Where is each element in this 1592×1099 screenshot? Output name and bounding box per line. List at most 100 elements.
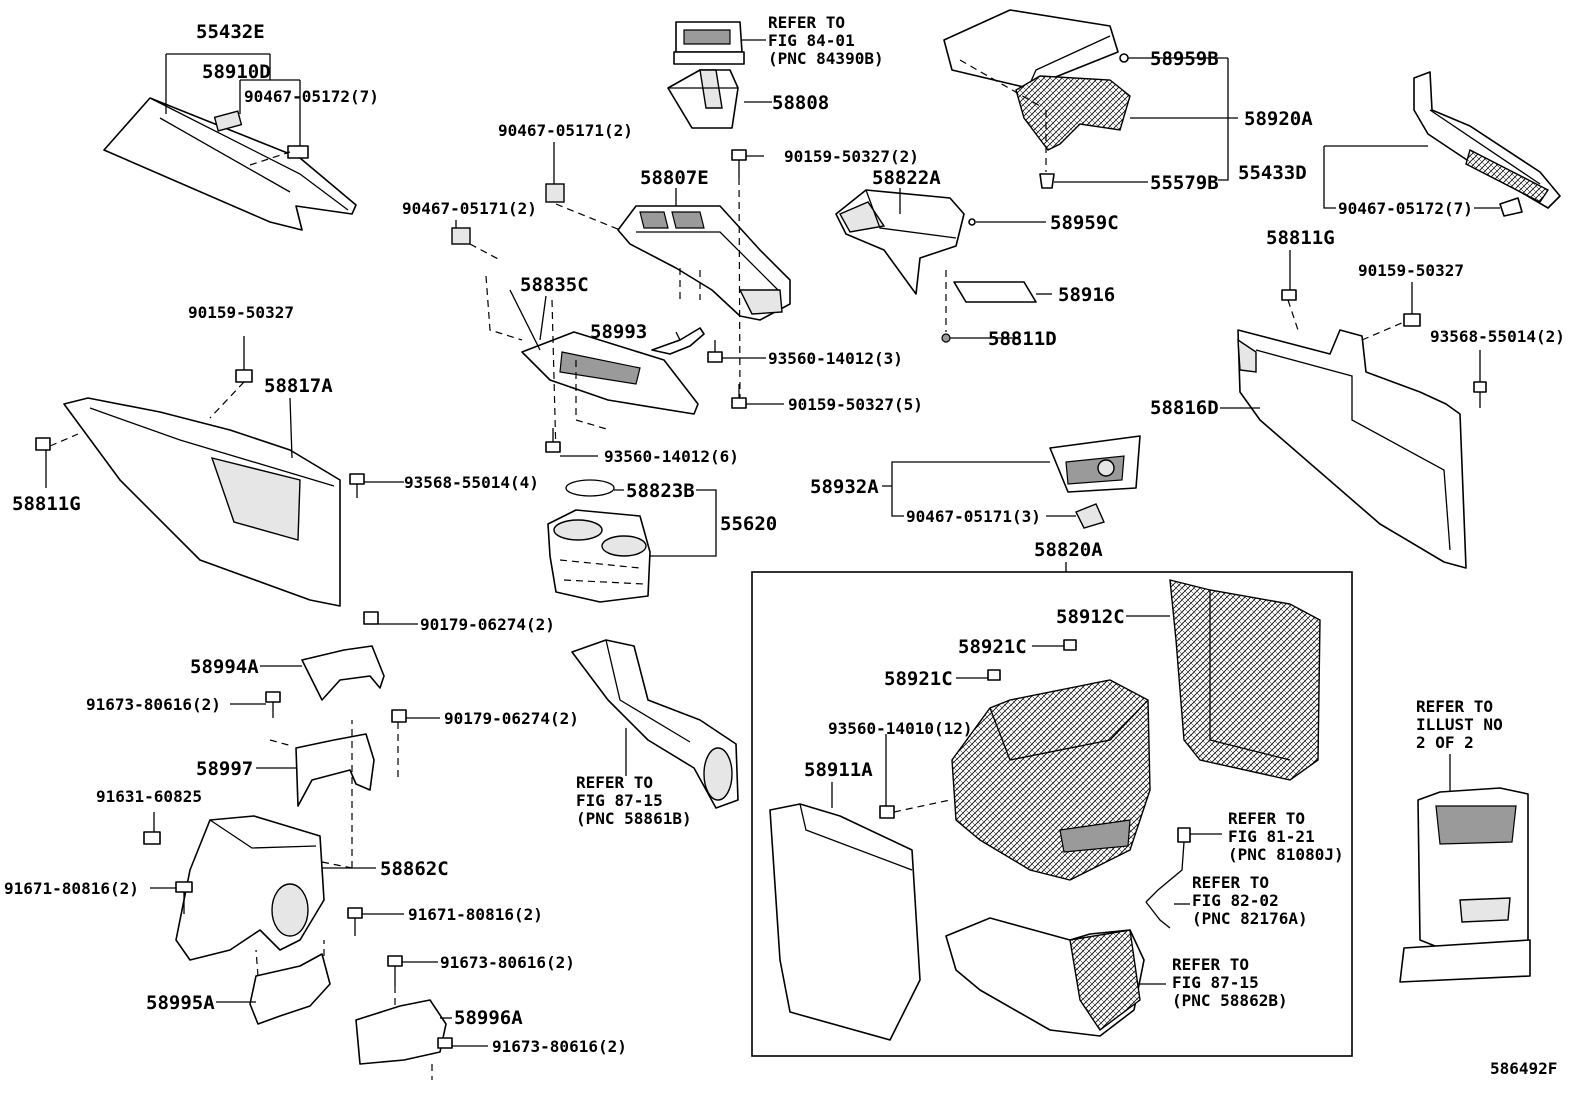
part-58995a-drawing [249,940,331,1025]
part-label[interactable]: 58862C [380,858,449,880]
reference-line: (PNC 84390B) [768,49,884,68]
reference-notes: REFER TO FIG 84-01 (PNC 84390B) REFER TO… [576,13,1503,1010]
part-label[interactable]: 91673-80616(2) [86,695,221,714]
part-label[interactable]: 58823B [626,480,695,502]
part-label[interactable]: 58997 [196,758,253,780]
part-label[interactable]: 90467-05172(7) [1338,199,1473,218]
reference-line: FIG 82-02 [1192,891,1279,910]
part-label[interactable]: 58811D [988,328,1057,350]
group-label[interactable]: 58820A [1034,539,1103,561]
reference-line: REFER TO [1228,809,1305,828]
part-58807e-drawing [555,203,791,321]
part-illustrations [35,9,1561,1080]
part-label[interactable]: 90159-50327 [1358,261,1464,280]
assembly-58820a-box [751,571,1353,1057]
part-bolts-drawing [545,149,747,453]
part-labels: 55432E 58910D 90467-05172(7) 58808 90467… [4,21,1565,1078]
part-rear-console-drawing [1399,787,1531,983]
part-label[interactable]: 58910D [202,61,271,83]
part-label[interactable]: 58932A [810,476,879,498]
part-label[interactable]: 55620 [720,513,777,535]
part-label[interactable]: 90179-06274(2) [420,615,555,634]
leader-lines [45,39,1500,1047]
part-label[interactable]: 91631-60825 [96,787,202,806]
part-label[interactable]: 58811G [1266,227,1335,249]
part-label[interactable]: 55579B [1150,172,1219,194]
part-label[interactable]: 58921C [884,668,953,690]
part-label[interactable]: 93560-14012(6) [604,447,739,466]
reference-line: (PNC 58862B) [1172,991,1288,1010]
part-label[interactable]: 58921C [958,636,1027,658]
part-58861b-drawing [571,639,739,809]
part-55433d-drawing [1413,71,1561,217]
part-label[interactable]: 55433D [1238,162,1307,184]
part-label[interactable]: 58811G [12,493,81,515]
part-label[interactable]: 93560-14010(12) [828,719,973,738]
part-label[interactable]: 58920A [1244,108,1313,130]
part-label[interactable]: 58807E [640,167,709,189]
part-label[interactable]: 90179-06274(2) [444,709,579,728]
part-label[interactable]: 58835C [520,274,589,296]
part-label[interactable]: 91671-80816(2) [408,905,543,924]
part-label[interactable]: 58912C [1056,606,1125,628]
part-58816d-drawing [1237,289,1487,569]
diagram-code: 586492F [1490,1059,1557,1078]
part-label[interactable]: 58994A [190,656,259,678]
part-58835c-drawing [485,275,699,457]
reference-line: REFER TO [768,13,845,32]
reference-line: FIG 84-01 [768,31,855,50]
part-label[interactable]: 58817A [264,375,333,397]
part-55432e-drawing [103,97,357,231]
reference-line: ILLUST NO [1416,715,1503,734]
part-58822a-drawing [835,189,1037,343]
part-label[interactable]: 58959C [1050,212,1119,234]
part-label[interactable]: 90467-05172(7) [244,87,379,106]
part-58997-drawing [269,709,407,807]
part-label[interactable]: 58808 [772,92,829,114]
part-label[interactable]: 58993 [590,321,647,343]
part-58862c-drawing [143,720,363,961]
part-label[interactable]: 93568-55014(4) [404,473,539,492]
part-label[interactable]: 91671-80816(2) [4,879,139,898]
part-label[interactable]: 58911A [804,759,873,781]
part-label[interactable]: 93560-14012(3) [768,349,903,368]
part-label[interactable]: 58959B [1150,48,1219,70]
part-label[interactable]: 90159-50327(2) [784,147,919,166]
reference-line: (PNC 82176A) [1192,909,1308,928]
reference-line: REFER TO [1192,873,1269,892]
part-label[interactable]: 93568-55014(2) [1430,327,1565,346]
reference-line: FIG 87-15 [1172,973,1259,992]
reference-line: (PNC 58861B) [576,809,692,828]
part-label[interactable]: 90467-05171(2) [498,121,633,140]
part-58817a-drawing [35,369,365,607]
reference-line: REFER TO [1416,697,1493,716]
part-58820a-drawing [769,579,1321,1041]
part-label[interactable]: 58816D [1150,397,1219,419]
reference-line: (PNC 81080J) [1228,845,1344,864]
part-label[interactable]: 90467-05171(3) [906,507,1041,526]
part-58994a-drawing [265,611,385,718]
part-label[interactable]: 58916 [1058,284,1115,306]
part-label[interactable]: 58822A [872,167,941,189]
part-58808-drawing [667,69,739,129]
part-84390b-drawing [673,21,745,65]
reference-line: FIG 87-15 [576,791,663,810]
reference-line: FIG 81-21 [1228,827,1315,846]
part-58932a-drawing [1049,435,1141,529]
part-58996a-drawing [355,955,453,1080]
part-label[interactable]: 55432E [196,21,265,43]
part-label[interactable]: 58996A [454,1007,523,1029]
part-label[interactable]: 58995A [146,992,215,1014]
part-label[interactable]: 91673-80616(2) [492,1037,627,1056]
reference-line: 2 OF 2 [1416,733,1474,752]
part-58920a-drawing [943,9,1131,189]
part-label[interactable]: 90467-05171(2) [402,199,537,218]
part-label[interactable]: 90159-50327(5) [788,395,923,414]
part-58993-drawing [651,327,705,355]
part-label[interactable]: 90159-50327 [188,303,294,322]
part-label[interactable]: 91673-80616(2) [440,953,575,972]
reference-line: REFER TO [576,773,653,792]
part-55620-drawing [547,479,651,603]
reference-line: REFER TO [1172,955,1249,974]
